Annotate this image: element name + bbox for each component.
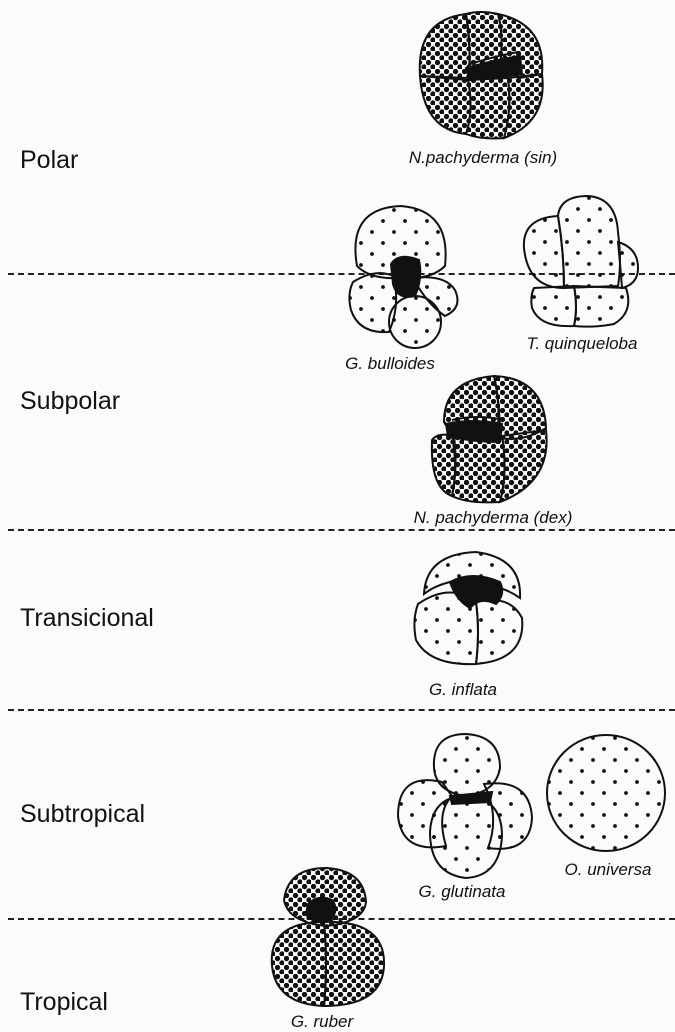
species-label-n-pachyderma-sin: N.pachyderma (sin) <box>409 148 557 168</box>
zone-label-transitional: Transicional <box>20 604 154 633</box>
boundary-line-subpolar-transitional <box>8 529 675 531</box>
n-pachyderma-dex-illustration <box>428 372 552 508</box>
species-label-g-glutinata: G. glutinata <box>419 882 506 902</box>
g-glutinata-illustration <box>396 732 534 880</box>
species-label-g-bulloides: G. bulloides <box>345 354 435 374</box>
n-pachyderma-sin-illustration <box>408 6 558 142</box>
species-label-o-universa: O. universa <box>565 860 652 880</box>
g-inflata-illustration <box>410 548 528 670</box>
t-quinqueloba-illustration <box>518 192 644 330</box>
zone-label-polar: Polar <box>20 146 78 175</box>
species-label-n-pachyderma-dex: N. pachyderma (dex) <box>414 508 573 528</box>
g-ruber-illustration <box>266 866 390 1012</box>
species-label-g-ruber: G. ruber <box>291 1012 353 1032</box>
species-label-g-inflata: G. inflata <box>429 680 497 700</box>
species-label-t-quinqueloba: T. quinqueloba <box>527 334 638 354</box>
zone-label-subtropical: Subtropical <box>20 800 145 829</box>
o-universa-illustration <box>544 732 668 854</box>
zone-label-tropical: Tropical <box>20 988 108 1017</box>
g-bulloides-illustration <box>345 204 463 352</box>
zone-label-subpolar: Subpolar <box>20 387 120 416</box>
boundary-line-transitional-subtropical <box>8 709 675 711</box>
